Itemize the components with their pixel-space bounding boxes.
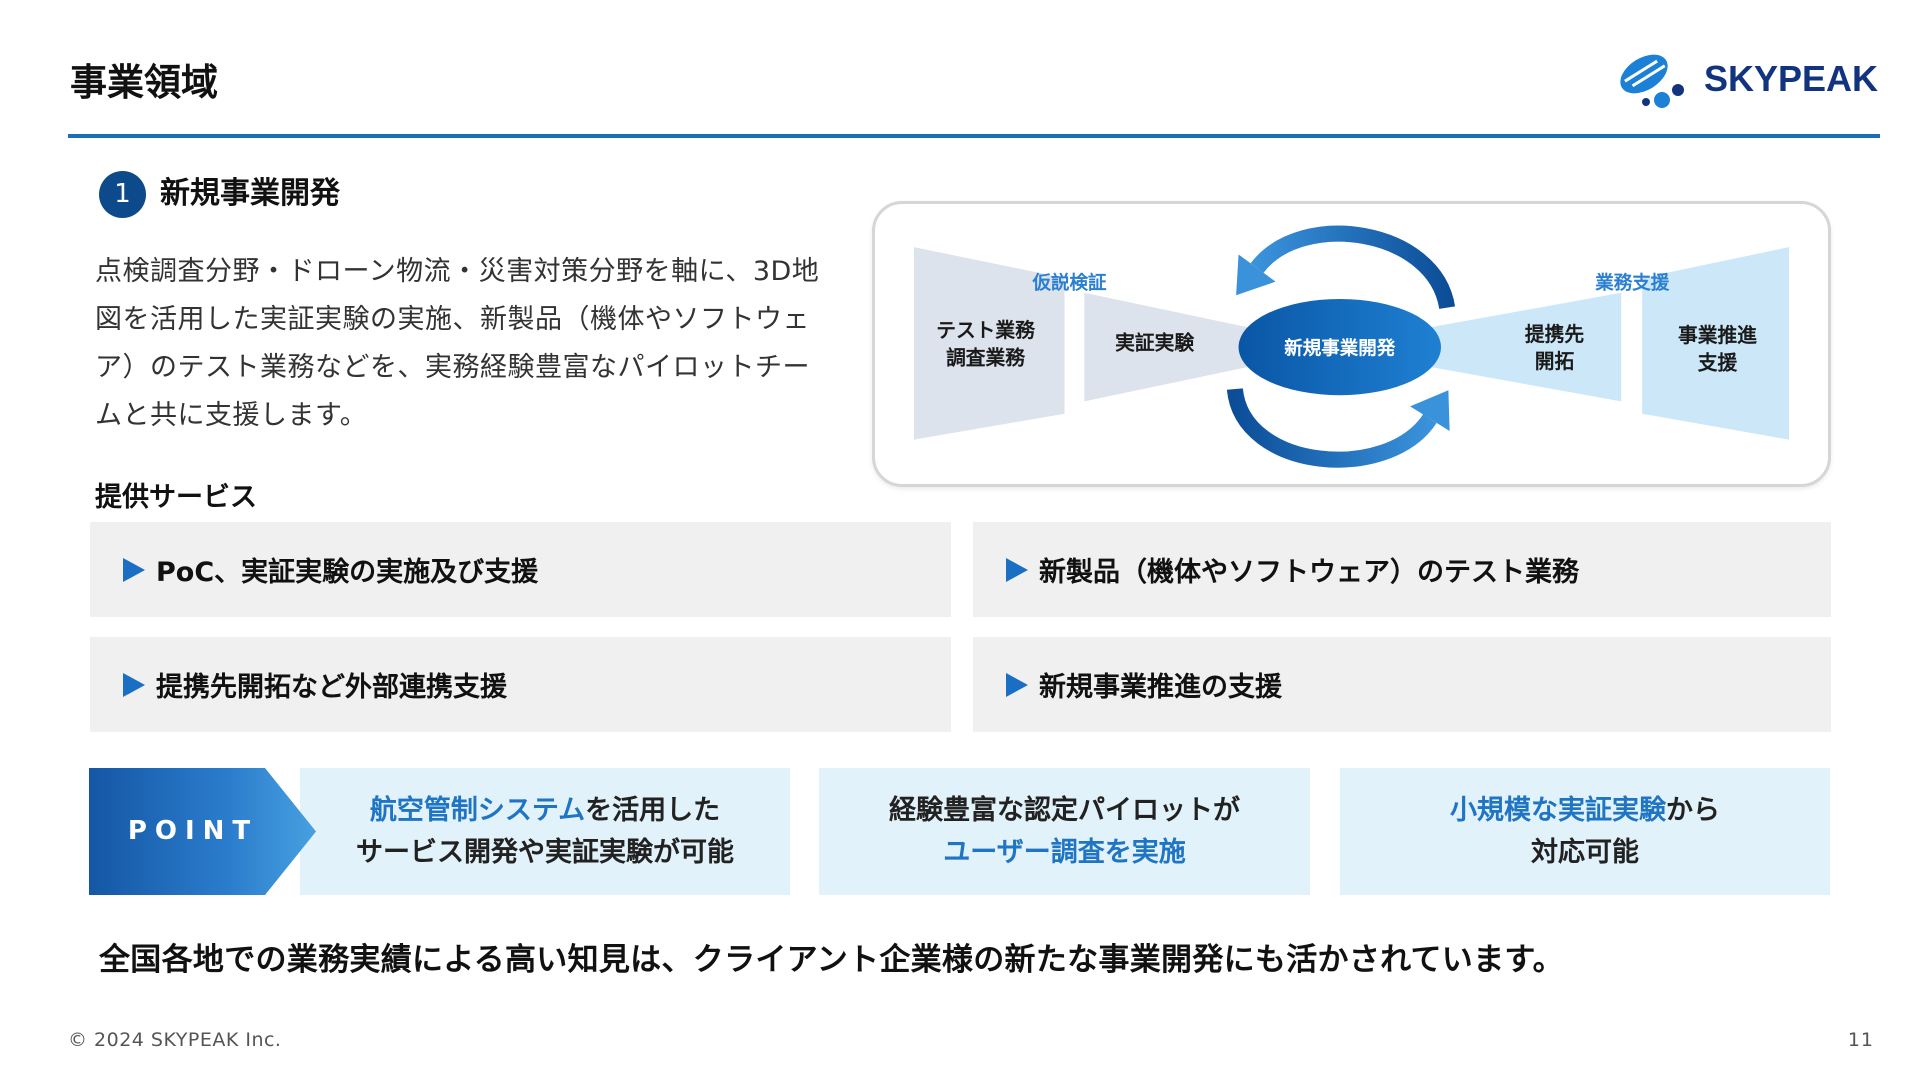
right-funnel-inner bbox=[1429, 292, 1622, 402]
diagram-canvas: 新規事業開発 仮説検証 業務支援 テスト業務 調査業務 実証実験 提携先 開拓 … bbox=[913, 225, 1790, 468]
right-outer-stage-line: 事業推進 bbox=[1678, 324, 1757, 347]
service-item: 新製品（機体やソフトウェア）のテスト業務 bbox=[973, 522, 1831, 617]
right-outer-stage-line: 支援 bbox=[1697, 351, 1738, 374]
point-card-highlight: 航空管制システム bbox=[369, 794, 586, 826]
center-label: 新規事業開発 bbox=[1284, 337, 1396, 359]
service-item: 新規事業推進の支援 bbox=[973, 637, 1831, 732]
left-inner-stage: 実証実験 bbox=[1115, 332, 1194, 355]
service-item: 提携先開拓など外部連携支援 bbox=[90, 637, 951, 732]
company-logo: SKYPEAK bbox=[1616, 48, 1880, 112]
point-card-line: サービス開発や実証実験が可能 bbox=[356, 832, 734, 874]
point-label: POINT bbox=[127, 816, 259, 846]
description-line: 図を活用した実証実験の実施、新製品（機体やソフトウェ bbox=[95, 304, 810, 335]
left-outer-stage-line: 調査業務 bbox=[946, 346, 1026, 369]
triangle-right-icon bbox=[123, 557, 145, 582]
top-cycle-arrow bbox=[1250, 225, 1456, 310]
point-card-highlight: ユーザー調査を実施 bbox=[943, 836, 1186, 868]
top-arrowhead bbox=[1236, 254, 1276, 296]
left-funnel-outer bbox=[913, 247, 1065, 440]
section-number-badge: 1 bbox=[99, 171, 146, 218]
point-card-line: 小規模な実証実験から bbox=[1450, 790, 1720, 832]
description-line: ア）のテスト業務などを、実務経験豊富なパイロットチー bbox=[95, 352, 810, 383]
description-line: ムと共に支援します。 bbox=[95, 400, 368, 431]
center-ellipse bbox=[1238, 298, 1441, 396]
title-divider bbox=[68, 134, 1880, 138]
triangle-right-icon bbox=[1006, 557, 1028, 582]
business-cycle-diagram: 新規事業開発 仮説検証 業務支援 テスト業務 調査業務 実証実験 提携先 開拓 … bbox=[872, 201, 1831, 487]
left-outer-stage-line: テスト業務 bbox=[936, 319, 1036, 342]
triangle-right-icon bbox=[1006, 672, 1028, 697]
service-item-label: PoC、実証実験の実施及び支援 bbox=[156, 557, 539, 588]
point-tag: POINT bbox=[89, 768, 316, 895]
point-card-line: ユーザー調査を実施 bbox=[943, 832, 1185, 874]
right-inner-stage-line: 開拓 bbox=[1535, 350, 1575, 373]
bottom-cycle-arrow bbox=[1226, 387, 1437, 468]
point-card-line: 航空管制システムを活用した bbox=[370, 790, 720, 832]
point-card: 経験豊富な認定パイロットが ユーザー調査を実施 bbox=[819, 768, 1310, 895]
point-card-line: 対応可能 bbox=[1531, 832, 1639, 874]
point-card: 航空管制システムを活用した サービス開発や実証実験が可能 bbox=[300, 768, 790, 895]
right-phase-label: 業務支援 bbox=[1594, 272, 1670, 294]
point-card-text: 経験豊富な認定パイロットが bbox=[889, 794, 1240, 826]
point-card-text: 対応可能 bbox=[1531, 836, 1639, 868]
circular-arrows-icon bbox=[1226, 225, 1456, 468]
left-phase-label: 仮説検証 bbox=[1031, 272, 1107, 294]
section-description: 点検調査分野・ドローン物流・災害対策分野を軸に、3D地 図を活用した実証実験の実… bbox=[95, 248, 855, 440]
conclusion-statement: 全国各地での業務実績による高い知見は、クライアント企業様の新たな事業開発にも活か… bbox=[99, 942, 1564, 978]
right-funnel-outer bbox=[1642, 247, 1790, 440]
point-card-text: を活用した bbox=[585, 794, 721, 826]
point-card-highlight: 小規模な実証実験 bbox=[1450, 794, 1666, 826]
service-item: PoC、実証実験の実施及び支援 bbox=[90, 522, 951, 617]
skypeak-logo-icon bbox=[1620, 54, 1684, 108]
description-line: 点検調査分野・ドローン物流・災害対策分野を軸に、3D地 bbox=[95, 256, 820, 287]
services-heading: 提供サービス bbox=[95, 482, 257, 513]
point-card: 小規模な実証実験から 対応可能 bbox=[1340, 768, 1830, 895]
page-title: 事業領域 bbox=[70, 61, 218, 104]
point-card-text: から bbox=[1666, 794, 1720, 826]
service-item-label: 新製品（機体やソフトウェア）のテスト業務 bbox=[1039, 557, 1579, 588]
service-item-label: 新規事業推進の支援 bbox=[1039, 672, 1282, 703]
left-funnel-inner bbox=[1084, 292, 1249, 402]
right-inner-stage-line: 提携先 bbox=[1525, 323, 1584, 346]
page-number: 11 bbox=[1847, 1029, 1874, 1051]
point-card-text: サービス開発や実証実験が可能 bbox=[356, 836, 734, 868]
point-card-line: 経験豊富な認定パイロットが bbox=[889, 790, 1240, 832]
bottom-arrowhead bbox=[1410, 390, 1450, 432]
service-item-label: 提携先開拓など外部連携支援 bbox=[156, 672, 507, 703]
triangle-right-icon bbox=[123, 672, 145, 697]
logo-wordmark: SKYPEAK bbox=[1704, 58, 1879, 99]
section-title: 新規事業開発 bbox=[160, 176, 340, 211]
footer-copyright: © 2024 SKYPEAK Inc. bbox=[68, 1029, 282, 1051]
